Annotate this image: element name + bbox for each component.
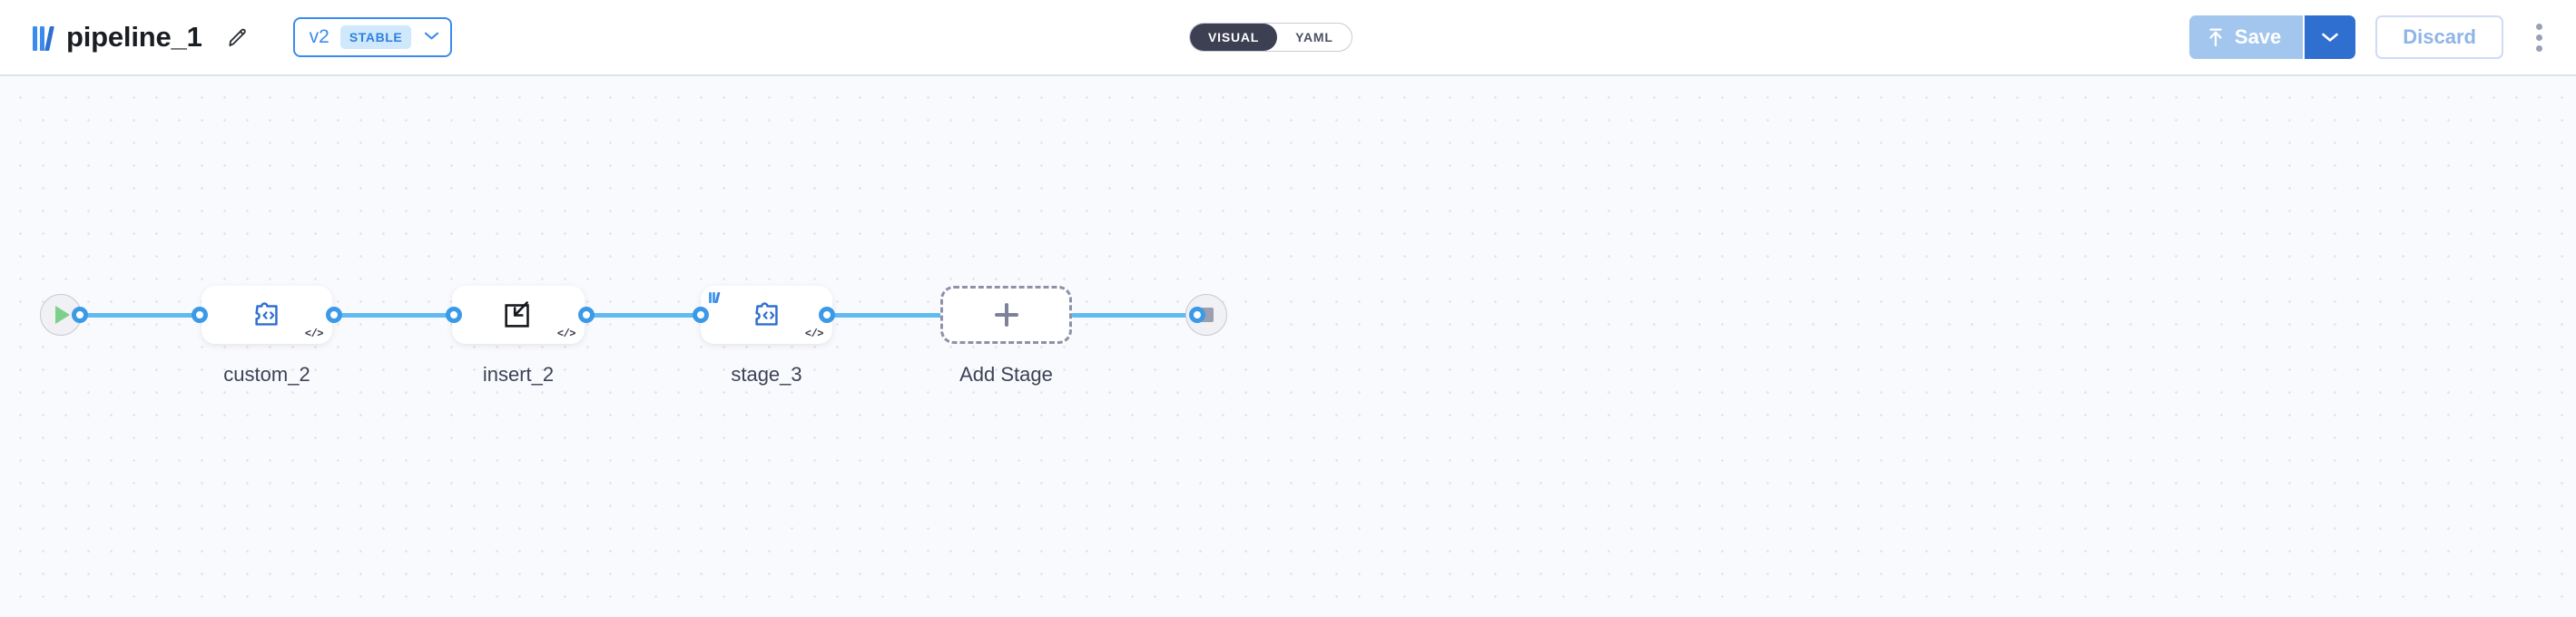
app-header: pipeline_1 v2 STABLE VISUAL YAML (0, 0, 2576, 76)
plus-icon (994, 303, 1018, 327)
puzzle-code-icon (754, 302, 778, 326)
page-title: pipeline_1 (66, 21, 202, 53)
save-options-button[interactable] (2303, 15, 2356, 59)
pipeline-logo-icon (33, 24, 54, 51)
handle-start-out[interactable] (72, 307, 88, 323)
version-status-badge: STABLE (339, 25, 412, 49)
header-actions: Save Discard (2188, 15, 2576, 59)
stage-label-insert_2: insert_2 (482, 363, 555, 386)
code-badge: </> (804, 328, 824, 340)
chevron-down-icon (424, 30, 439, 44)
stage-node-stage_3[interactable]: </> (701, 286, 832, 344)
start-node[interactable] (40, 294, 82, 336)
handle-insert2-out[interactable] (578, 307, 595, 323)
handle-insert2-in[interactable] (446, 307, 462, 323)
save-button-group: Save (2188, 15, 2356, 59)
edge-start-to-custom2 (71, 313, 198, 318)
save-button-label: Save (2234, 25, 2282, 48)
kebab-menu-icon[interactable] (2523, 16, 2554, 58)
stage-node-insert_2[interactable]: </> (452, 286, 585, 344)
tab-yaml[interactable]: YAML (1295, 30, 1333, 44)
insert-arrow-icon (505, 300, 529, 328)
add-stage-button[interactable] (940, 286, 1072, 344)
upload-icon (2207, 27, 2224, 47)
pipeline-flow: </> custom_2 </> insert_2 (0, 76, 2576, 617)
add-stage-label: Add Stage (959, 363, 1053, 386)
edge-custom2-to-insert2 (336, 313, 454, 318)
version-label: v2 (309, 26, 329, 47)
edge-addstage-to-end (1071, 313, 1203, 318)
stage-label-custom_2: custom_2 (223, 363, 310, 386)
handle-end-in[interactable] (1189, 307, 1205, 323)
play-icon (55, 306, 70, 324)
edge-insert2-to-stage3 (583, 313, 708, 318)
header-left-group: pipeline_1 v2 STABLE (0, 17, 453, 57)
handle-stage3-out[interactable] (819, 307, 835, 323)
handle-stage3-in[interactable] (693, 307, 709, 323)
code-badge: </> (556, 328, 576, 340)
save-button[interactable]: Save (2188, 15, 2304, 59)
version-selector[interactable]: v2 STABLE (292, 17, 453, 57)
stage-node-custom_2[interactable]: </> (202, 286, 332, 344)
edge-stage3-to-addstage (824, 313, 1033, 318)
pencil-icon[interactable] (222, 22, 253, 53)
handle-custom2-out[interactable] (326, 307, 342, 323)
pipeline-canvas[interactable]: </> custom_2 </> insert_2 (0, 76, 2576, 617)
chevron-down-icon (2322, 33, 2339, 42)
view-mode-toggle-wrap: VISUAL YAML (1189, 23, 1352, 52)
discard-button[interactable]: Discard (2375, 15, 2503, 59)
stage-label-stage_3: stage_3 (731, 363, 802, 386)
tab-visual[interactable]: VISUAL (1190, 24, 1278, 51)
code-badge: </> (304, 328, 324, 340)
handle-custom2-in[interactable] (192, 307, 208, 323)
puzzle-code-icon (255, 302, 278, 326)
view-mode-toggle[interactable]: VISUAL YAML (1189, 23, 1352, 52)
pipeline-logo-icon (709, 291, 720, 303)
